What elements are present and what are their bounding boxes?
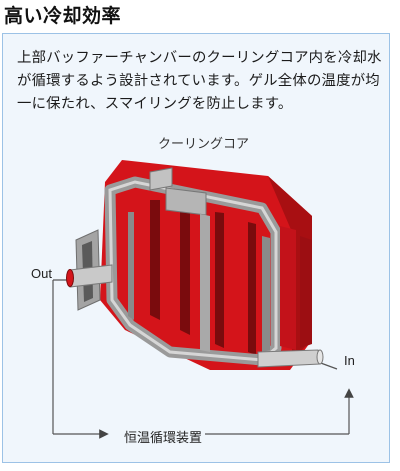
in-label: In xyxy=(344,353,355,368)
page-title: 高い冷却効率 xyxy=(4,5,122,27)
out-label: Out xyxy=(31,266,52,281)
circulator-label: 恒温循環装置 xyxy=(124,431,203,446)
cooling-core-device xyxy=(66,160,324,370)
cooling-core-label: クーリングコア xyxy=(158,137,250,152)
description-text: 上部バッファーチャンバーのクーリングコア内を冷却水が循環するよう設計されています… xyxy=(17,50,382,112)
